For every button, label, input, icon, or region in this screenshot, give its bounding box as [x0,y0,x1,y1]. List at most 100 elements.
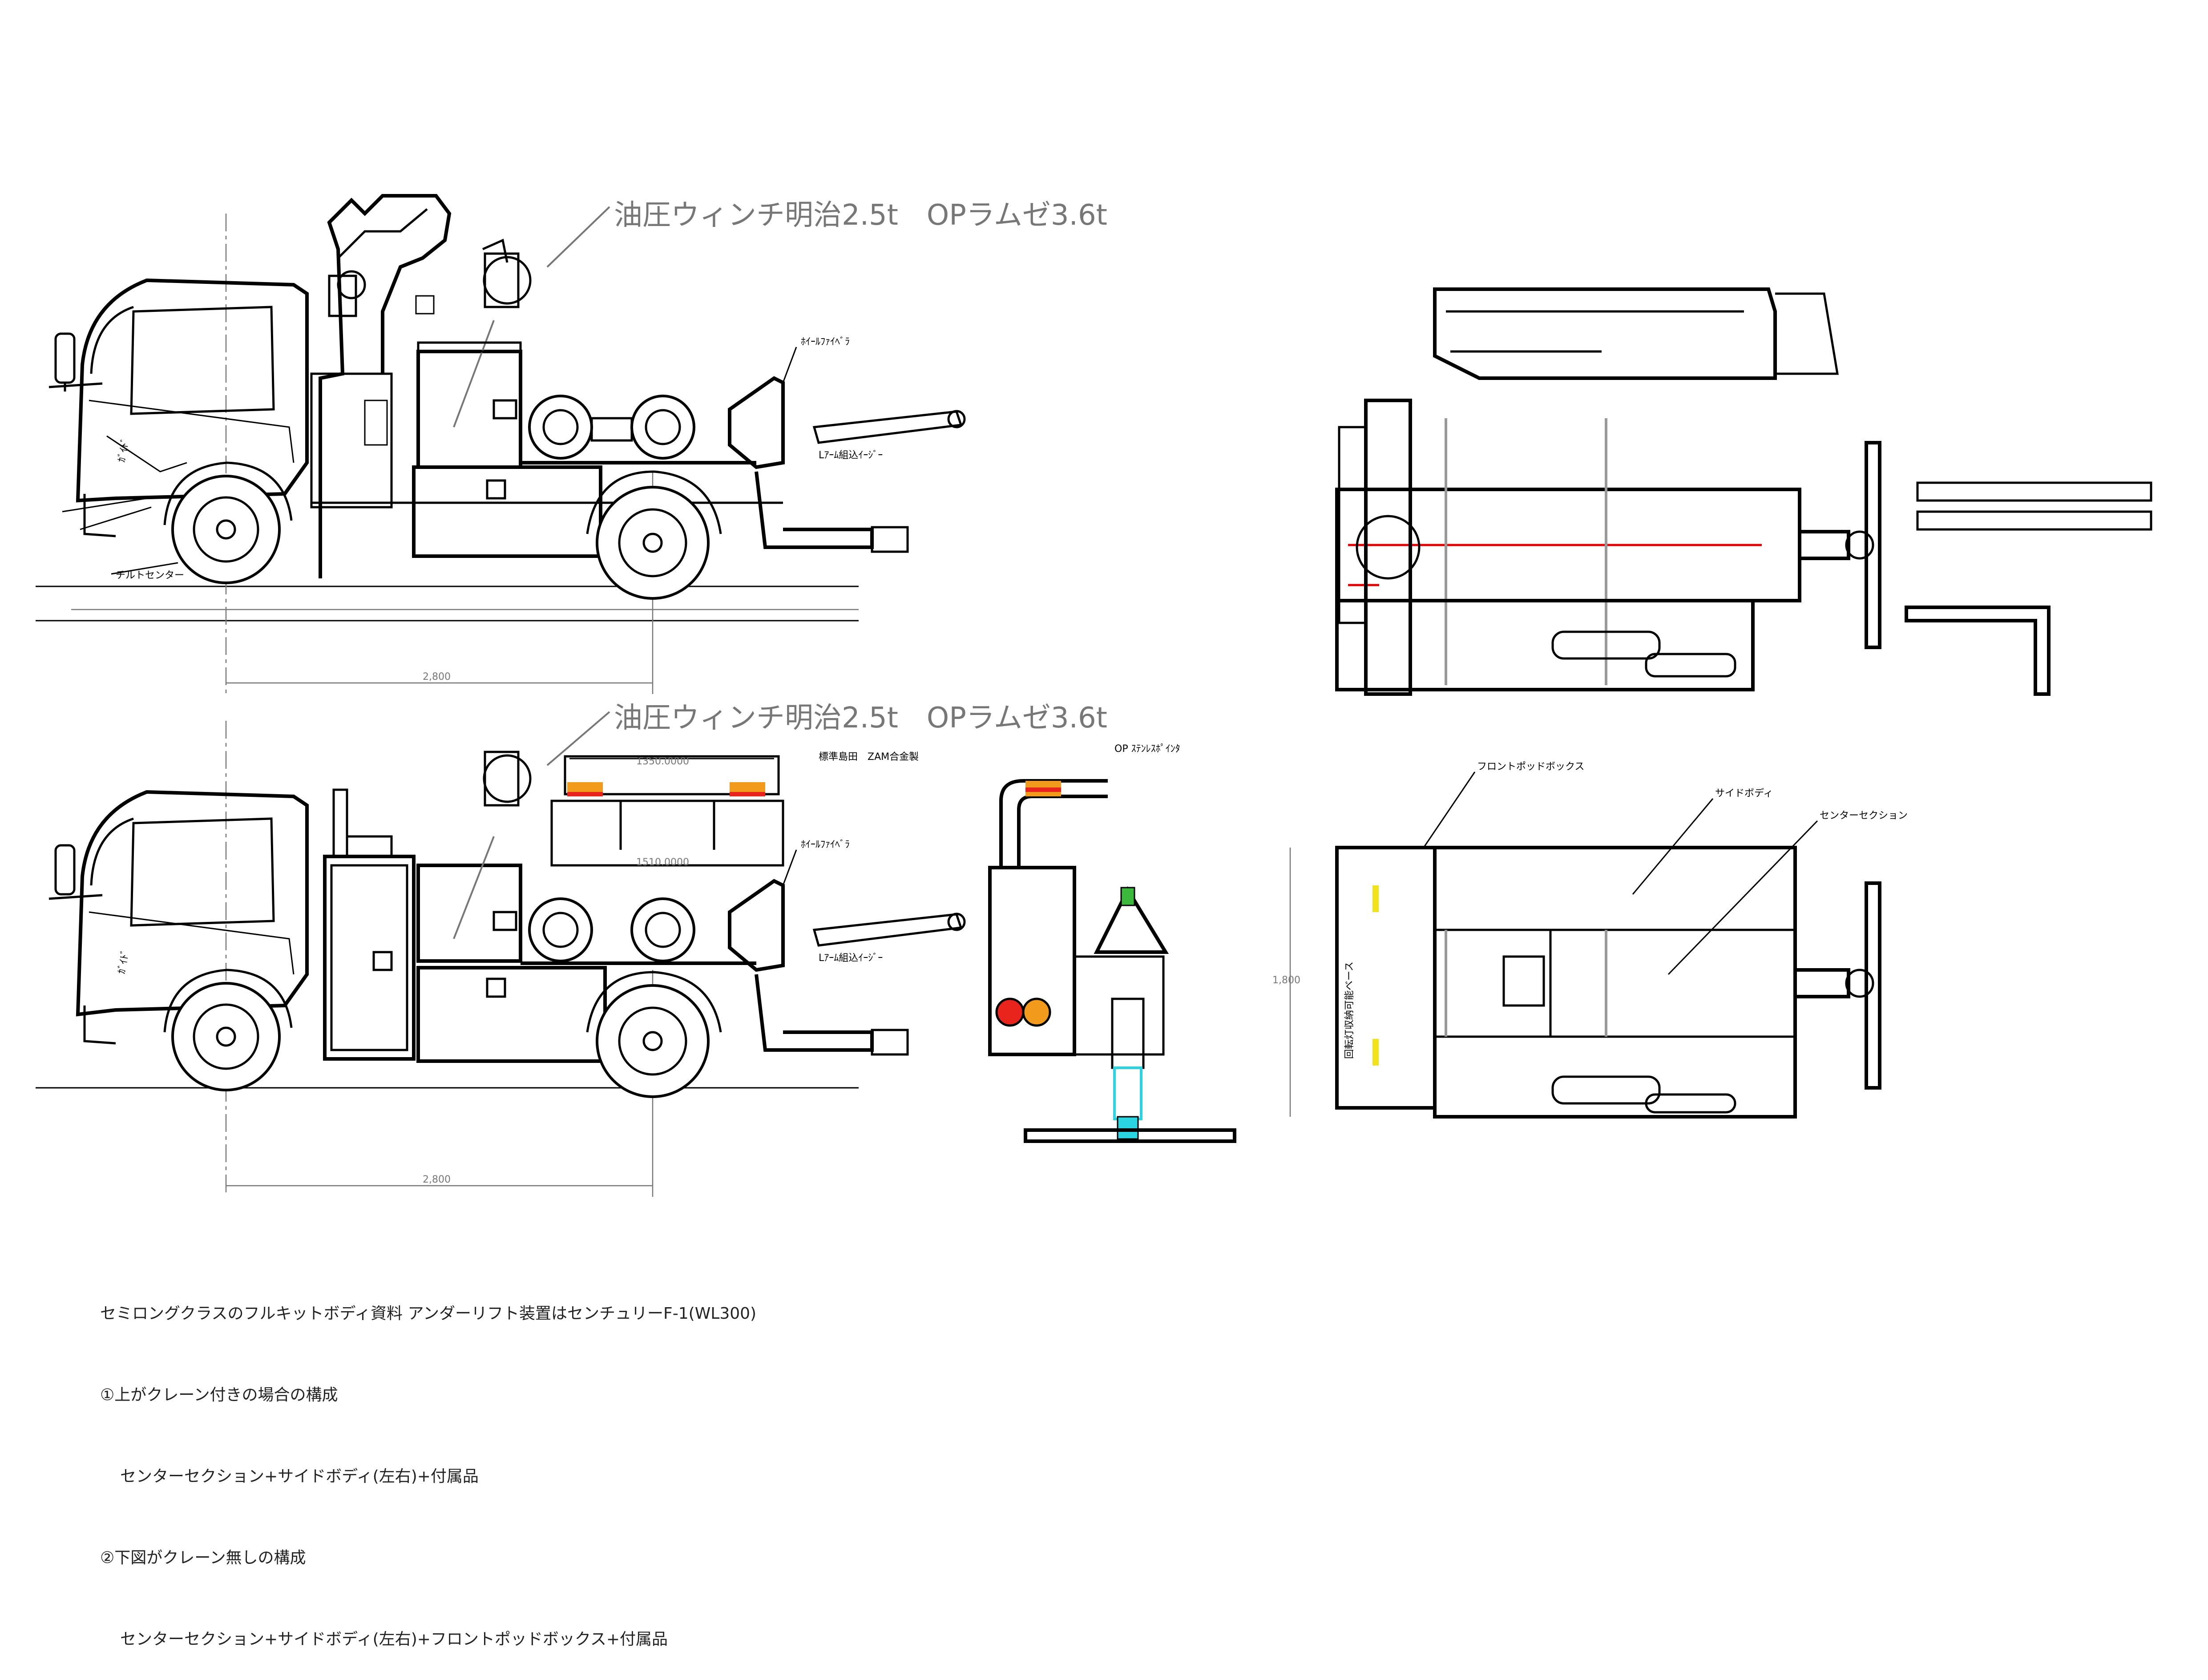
front-fender [163,461,293,525]
pod-top-box [346,835,393,858]
rear-green-part [1120,887,1135,906]
side-box-plan [1433,287,1777,380]
underlift-joint [1845,530,1874,560]
tilt-lines [62,497,152,530]
front-wheel [171,475,281,584]
lock-handle-2 [492,911,517,931]
side-box-end [1775,292,1839,375]
crane-plan [1364,399,1412,696]
crane-column [310,372,393,509]
lower-box-2 [416,966,607,1063]
cab-sketch-line [106,435,187,472]
lock-handle-lower-2 [486,977,506,998]
rear-fender-2 [586,971,722,1033]
lightbar-note: 標準島田 ZAM合金製 [819,751,919,763]
rear-view: OP ｽﾃﾝﾚｽﾎﾟｲﾝﾀ [988,743,1236,1143]
box-lid [417,341,522,353]
technical-drawing-sheet: 2,800 ｶﾞｲﾄﾞ チルトセンター 油圧ウィンチ明治2 [36,194,2152,1197]
front-hub-2 [193,1003,259,1070]
rear-pointer-red [1025,788,1061,792]
bracket-leader [782,347,797,383]
l-arm-end [947,410,966,428]
front-hub-cap [216,519,236,540]
lightbar-dim-top-label: 1350.0000 [636,756,689,767]
spare-tyre-1 [528,395,593,460]
cab-door-line-2 [89,911,295,975]
arm-label: Lｱｰﾑ組込ｲｰｼﾞｰ [819,450,883,461]
plan-vertical-text: 回転灯収納可能ベース [1344,961,1355,1059]
plan-width-label: 1,800 [1272,975,1300,986]
cab-mark-2: ｶﾞｲﾄﾞ [116,949,131,975]
center-section-label: センターセクション [1820,810,1908,821]
front-bumper-2 [83,1006,116,1045]
rear-op-label: OP ｽﾃﾝﾚｽﾎﾟｲﾝﾀ [1114,743,1180,755]
exhaust-stack [332,788,348,858]
plan-view-without-crane: 回転灯収納可能ベース 1,800 フロントポッドボックス サイドボディ センター… [1272,761,1908,1119]
center-section-leader [1667,820,1818,975]
plan-handle-1 [1551,1075,1661,1105]
front-pod-label: フロントポッドボックス [1477,761,1584,772]
note-line-1: セミロングクラスのフルキットボディ資料 アンダーリフト装置はセンチュリーF-1(… [100,1304,757,1323]
spare-tyre-4 [630,897,695,962]
lightbar-lower [550,800,784,867]
winch-frame-2 [484,751,520,807]
crossbar-plan [1865,441,1881,649]
mirror-stay [48,382,103,388]
rear-wheel [596,486,710,600]
underlift-boom-2 [755,974,874,1052]
front-wheel-2 [171,982,281,1091]
cab-pillar-2 [90,817,134,886]
rear-cyan-block [1117,1116,1139,1140]
lower-box-handle-2 [1645,653,1736,678]
front-hub [193,496,259,563]
winch-label: 油圧ウィンチ明治2.5t OPラムゼ3.6t [614,199,1107,232]
crane-pin [415,295,435,315]
rear-wheel-2 [596,984,710,1098]
plan-handle-2 [1645,1093,1736,1114]
underlift-joint-2 [1845,969,1874,998]
wheelbase-label-2: 2,800 [423,1174,451,1185]
mirror-stay-2 [48,894,103,900]
lightbar-red-left [567,792,603,796]
rear-frame [1073,955,1165,1056]
side-view-with-crane: 2,800 ｶﾞｲﾄﾞ チルトセンター 油圧ウィンチ明治2 [36,194,1107,694]
plan-view-with-crane [1335,287,2152,696]
winch-leader-2 [546,711,610,766]
spare-tyre-3 [528,897,593,962]
lightbar-red-right [730,792,765,796]
l-arm-2 [812,913,963,947]
cab-door-line [89,400,295,463]
rear-fender [586,470,722,534]
lightbar-dim-bottom-label: 1510.0000 [636,857,689,868]
lower-box-handle-1 [1551,630,1661,660]
lightbar-amber-left [567,782,603,792]
plan-mechanism [1502,955,1545,1007]
cab-body-2 [76,790,309,1017]
underlift-plan [1798,530,1850,560]
rear-body [988,866,1076,1056]
lock-handle-lower [486,479,506,500]
front-pod-lock [372,951,393,971]
wheel-lift-bracket-2 [728,879,785,972]
note-line-5: センターセクション+サイドボディ(左右)+フロントポッドボックス+付属品 [120,1630,668,1648]
side-mirror-2 [54,844,76,896]
spare-tyre-4-rim [645,912,681,948]
rear-lift-column [1111,998,1145,1069]
crane-turret [1356,515,1421,580]
underlift-boom [755,471,874,549]
side-body-leader [1632,798,1714,895]
cab-mark: ｶﾞｲﾄﾞ [116,437,131,464]
crane-pulley [337,270,366,299]
rear-lamp-red [995,998,1025,1027]
lightbar-upper [564,755,780,796]
rear-hub-cap [642,533,663,553]
lower-box [412,465,602,558]
side-body-label: サイドボディ [1715,788,1773,799]
bracket-label: ﾎｲｰﾙﾌｧｲﾍﾞﾗ [801,336,850,347]
tyre-holder [590,417,633,442]
crossbar-plan-2 [1865,881,1881,1090]
rear-hub-2 [618,1006,687,1076]
cab-window-2 [130,817,275,927]
rear-cyan-part [1113,1066,1142,1120]
l-arm-end-2 [947,913,966,931]
